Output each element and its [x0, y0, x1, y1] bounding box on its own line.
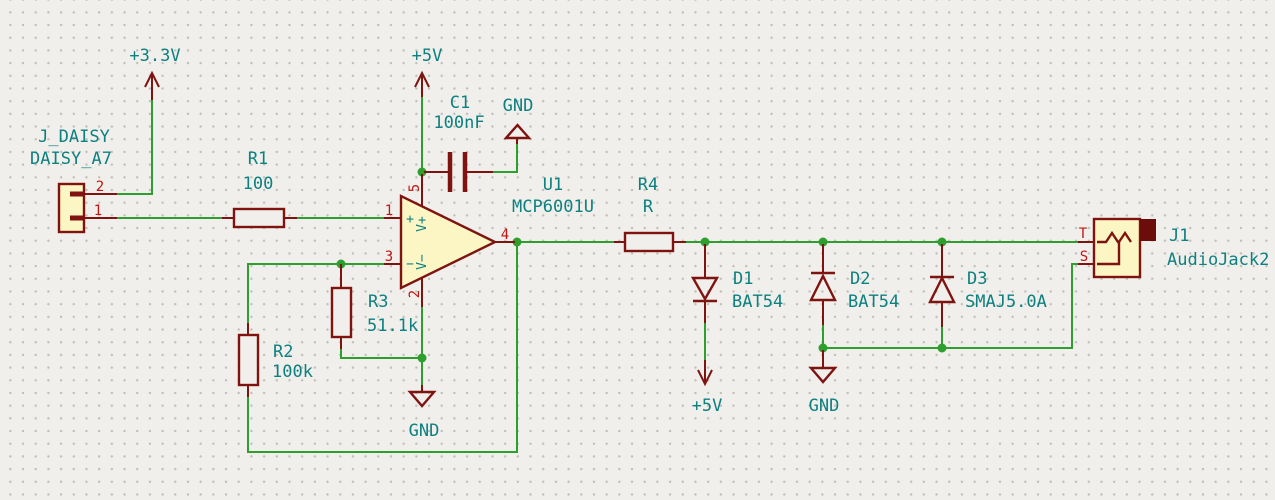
u1-pin-name-minus: −: [406, 257, 414, 272]
r1-value[interactable]: 100: [243, 174, 274, 194]
d2-ref[interactable]: D2: [850, 269, 870, 289]
u1-ref[interactable]: U1: [543, 175, 563, 195]
r1-ref[interactable]: R1: [248, 149, 268, 169]
connector-jdaisy[interactable]: 2 1 J_DAISY DAISY_A7: [30, 127, 117, 234]
power-label-gnd-feedback[interactable]: GND: [409, 421, 440, 441]
jdaisy-body: [57, 182, 86, 234]
power-arrow-head: [414, 70, 430, 88]
jdaisy-pin2-number: 2: [96, 179, 104, 195]
resistor-r4[interactable]: R4 R: [614, 175, 686, 253]
j1-ref[interactable]: J1: [1169, 226, 1189, 246]
capacitor-c1[interactable]: C1 100nF: [424, 93, 493, 192]
power-label-gnd-c1[interactable]: GND: [503, 96, 534, 116]
audiojack-j1[interactable]: T S J1 AudioJack2: [1078, 217, 1269, 279]
u1-pin1-number: 1: [385, 203, 393, 219]
d3-value[interactable]: SMAJ5.0A: [965, 292, 1047, 312]
diode-d1[interactable]: D1 BAT54: [690, 244, 783, 323]
j1-plug-block: [1140, 219, 1156, 241]
gnd-triangle-up: [503, 123, 532, 140]
u1-pin2-number: 2: [407, 290, 423, 298]
jdaisy-ref[interactable]: J_DAISY: [38, 127, 110, 147]
junction-dot: [700, 237, 710, 247]
d3-ref[interactable]: D3: [967, 269, 987, 289]
junction-dot: [818, 343, 828, 353]
j1-pin-tip-name: T: [1079, 226, 1088, 242]
r3-body: [330, 286, 353, 339]
junction-dot: [417, 353, 427, 363]
power-label-gnd-clamp[interactable]: GND: [809, 396, 840, 416]
r4-ref[interactable]: R4: [638, 175, 658, 195]
power-gnd-clamp[interactable]: GND: [808, 350, 840, 416]
r2-value[interactable]: 100k: [272, 362, 313, 382]
r1-body: [232, 207, 286, 229]
gnd-triangle-down: [407, 390, 437, 408]
r2-body: [237, 333, 260, 387]
d1-triangle: [690, 276, 720, 302]
power-arrow-head: [697, 369, 713, 387]
u1-pin4-number: 4: [501, 227, 509, 243]
wire[interactable]: [823, 263, 1078, 349]
wire[interactable]: [247, 263, 384, 323]
resistor-r3[interactable]: R3 51.1k: [330, 264, 418, 349]
wire[interactable]: [247, 242, 518, 453]
power-flag-5v-clamp[interactable]: +5V: [692, 360, 723, 416]
r3-ref[interactable]: R3: [368, 292, 388, 312]
u1-pin-name-plus: +: [406, 212, 414, 227]
c1-ref[interactable]: C1: [450, 93, 470, 113]
j1-sleeve-contact: [1097, 230, 1132, 266]
r4-value[interactable]: R: [643, 197, 654, 217]
jdaisy-value[interactable]: DAISY_A7: [30, 149, 112, 169]
junction-dot: [512, 237, 522, 247]
wire[interactable]: [340, 349, 422, 359]
junction-dot: [937, 343, 947, 353]
power-arrow-head: [144, 70, 160, 88]
power-flag-3v3[interactable]: +3.3V: [129, 46, 181, 100]
junction-dot: [937, 237, 947, 247]
power-label-5v-top[interactable]: +5V: [412, 46, 443, 66]
wire[interactable]: [117, 98, 153, 195]
diode-d2[interactable]: D2 BAT54: [809, 244, 899, 325]
resistor-r2[interactable]: R2 100k: [237, 323, 313, 397]
wire[interactable]: [493, 142, 518, 173]
r4-body: [623, 231, 675, 253]
u1-pin3-number: 3: [385, 249, 393, 265]
c1-value[interactable]: 100nF: [433, 113, 484, 133]
power-label-3v3[interactable]: +3.3V: [129, 46, 180, 66]
gnd-triangle-down: [808, 366, 838, 384]
r3-value[interactable]: 51.1k: [367, 316, 418, 336]
u1-triangle: [399, 194, 498, 290]
power-gnd-c1[interactable]: GND: [503, 96, 534, 144]
d2-triangle: [809, 273, 837, 302]
power-flag-5v-top[interactable]: +5V: [412, 46, 443, 97]
resistor-r1[interactable]: R1 100: [222, 149, 297, 229]
power-gnd-feedback[interactable]: GND: [407, 385, 440, 441]
u1-pin-name-vplus: V+: [415, 216, 430, 232]
d1-ref[interactable]: D1: [733, 269, 753, 289]
d3-triangle: [928, 275, 956, 304]
opamp-u1[interactable]: 1 3 4 5 2 + − V+ V− U1 MCP6001U: [384, 174, 594, 307]
u1-value[interactable]: MCP6001U: [512, 197, 594, 217]
power-label-5v-clamp[interactable]: +5V: [692, 396, 723, 416]
d1-value[interactable]: BAT54: [732, 292, 783, 312]
wires: [117, 95, 1078, 453]
j1-body: [1092, 217, 1142, 279]
junction-dot: [417, 167, 427, 177]
junction-dot: [818, 237, 828, 247]
jdaisy-pin1-number: 1: [94, 203, 102, 219]
u1-pin5-number: 5: [407, 184, 423, 192]
d2-value[interactable]: BAT54: [848, 292, 899, 312]
u1-pin-name-vminus: V−: [415, 254, 430, 270]
r2-ref[interactable]: R2: [273, 342, 293, 362]
j1-value[interactable]: AudioJack2: [1167, 250, 1269, 270]
j1-pin-sleeve-name: S: [1080, 249, 1088, 265]
diode-d3[interactable]: D3 SMAJ5.0A: [928, 244, 1047, 327]
